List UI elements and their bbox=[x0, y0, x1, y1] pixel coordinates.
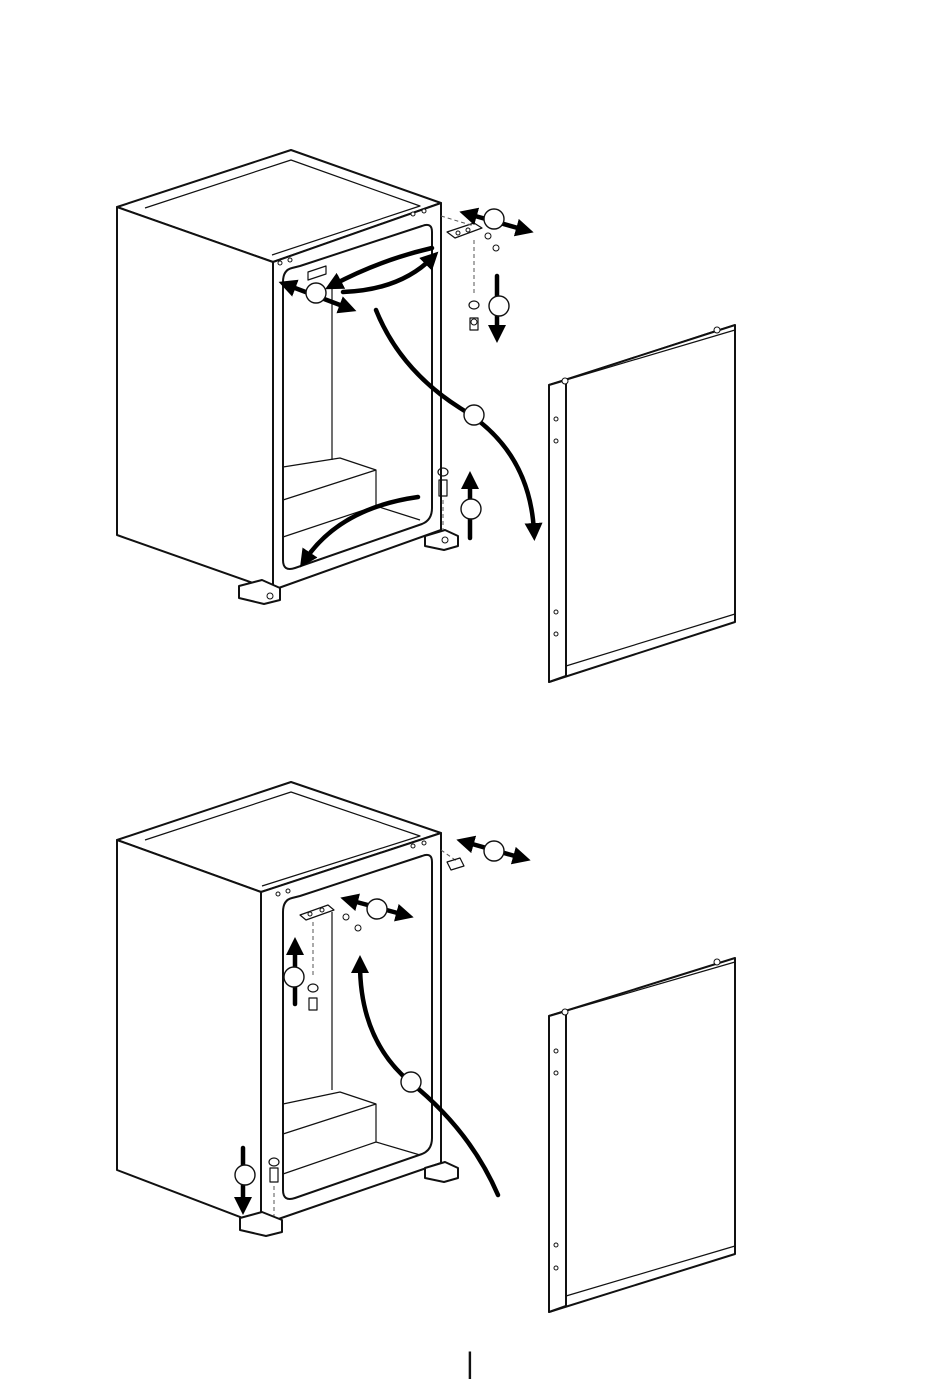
top-figure bbox=[117, 150, 735, 682]
page-marker: | bbox=[466, 1347, 474, 1381]
step-circle bbox=[464, 405, 484, 425]
bottom-cabinet bbox=[117, 782, 464, 1236]
step-circle bbox=[484, 841, 504, 861]
top-cabinet bbox=[117, 150, 458, 604]
step-circle bbox=[461, 499, 481, 519]
step-circle bbox=[284, 967, 304, 987]
step-circle bbox=[367, 899, 387, 919]
step-circle bbox=[401, 1072, 421, 1092]
top-door bbox=[549, 325, 735, 682]
step-circle bbox=[484, 209, 504, 229]
bottom-door bbox=[549, 958, 735, 1312]
step-circle bbox=[306, 283, 326, 303]
step-circle bbox=[235, 1165, 255, 1185]
step-circle bbox=[489, 296, 509, 316]
bottom-figure bbox=[117, 782, 735, 1312]
